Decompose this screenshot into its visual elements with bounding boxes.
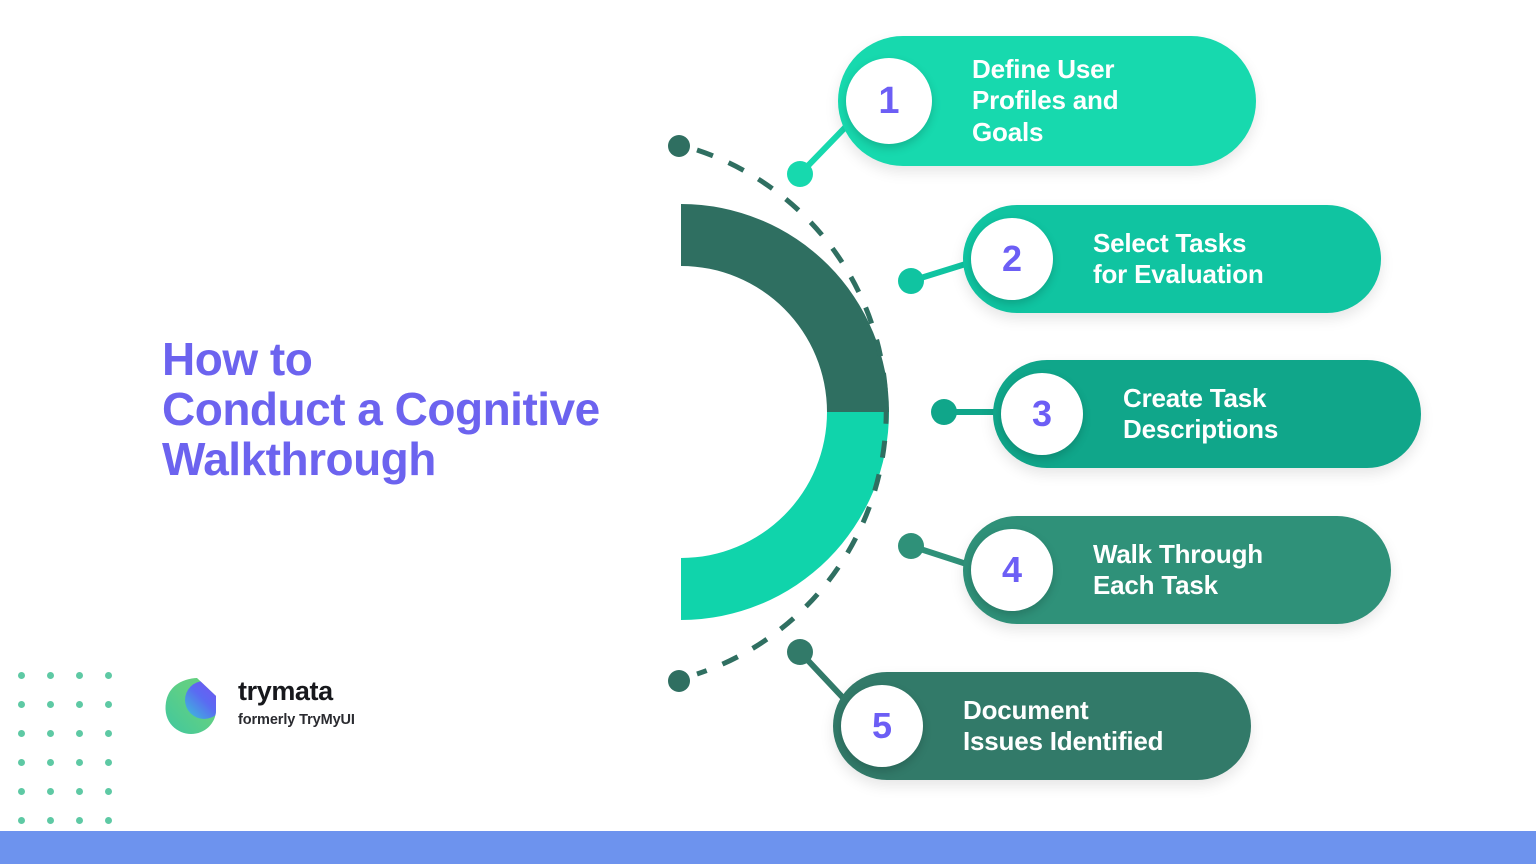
dashed-guide-arc	[696, 147, 889, 677]
page-title-line-2: Conduct a Cognitive	[162, 383, 600, 435]
brand-logo-block: trymata formerly TryMyUI	[158, 668, 458, 744]
grid-dot	[76, 788, 83, 795]
grid-dot	[47, 730, 54, 737]
step-card-4[interactable]: 4 Walk Through Each Task	[963, 516, 1391, 624]
grid-dot	[105, 759, 112, 766]
brand-logo-text: trymata formerly TryMyUI	[238, 676, 355, 728]
step-card-5[interactable]: 5 Document Issues Identified	[833, 672, 1251, 780]
grid-dot	[18, 759, 25, 766]
connector-node-4	[898, 533, 924, 559]
connector-node-1	[787, 161, 813, 187]
step-label-1: Define User Profiles and Goals	[972, 54, 1119, 147]
grid-dot	[47, 759, 54, 766]
bottom-accent-bar	[0, 831, 1536, 864]
step-number-badge-2: 2	[971, 218, 1053, 300]
grid-dot	[18, 701, 25, 708]
connector-node-3	[931, 399, 957, 425]
page-title-line-3: Walkthrough	[162, 433, 436, 485]
grid-dot	[47, 672, 54, 679]
grid-dot	[76, 759, 83, 766]
connector-node-5	[787, 639, 813, 665]
grid-dot	[105, 672, 112, 679]
step-label-2: Select Tasks for Evaluation	[1093, 227, 1264, 289]
grid-dot	[76, 672, 83, 679]
grid-dot	[105, 730, 112, 737]
connector-node-2	[898, 268, 924, 294]
brand-wordmark: trymata	[238, 676, 333, 706]
page-title-line-1: How to	[162, 333, 313, 385]
step-card-2[interactable]: 2 Select Tasks for Evaluation	[963, 205, 1381, 313]
grid-dot	[18, 788, 25, 795]
grid-dot	[76, 730, 83, 737]
step-card-1[interactable]: 1 Define User Profiles and Goals	[838, 36, 1256, 166]
grid-dot	[18, 672, 25, 679]
step-card-3[interactable]: 3 Create Task Descriptions	[993, 360, 1421, 468]
grid-dot	[105, 701, 112, 708]
step-number-badge-5: 5	[841, 685, 923, 767]
page-title: How to Conduct a Cognitive Walkthrough	[162, 334, 762, 484]
grid-dot	[47, 788, 54, 795]
grid-dot	[18, 730, 25, 737]
step-number-badge-1: 1	[846, 58, 932, 144]
step-number-badge-4: 4	[971, 529, 1053, 611]
dashed-arc-end-dot-bottom	[668, 670, 690, 692]
grid-dot	[105, 817, 112, 824]
grid-dot	[47, 817, 54, 824]
grid-dot	[105, 788, 112, 795]
step-number-badge-3: 3	[1001, 373, 1083, 455]
decorative-dot-grid	[18, 672, 114, 824]
grid-dot	[18, 817, 25, 824]
dashed-arc-end-dot-top	[668, 135, 690, 157]
grid-dot	[47, 701, 54, 708]
grid-dot	[76, 701, 83, 708]
brand-tagline: formerly TryMyUI	[238, 712, 355, 728]
arc-segment-bottom	[681, 412, 889, 620]
trymata-leaf-logo-icon	[165, 678, 217, 734]
grid-dot	[76, 817, 83, 824]
step-label-5: Document Issues Identified	[963, 694, 1164, 756]
step-label-4: Walk Through Each Task	[1093, 538, 1263, 600]
arc-segment-top	[681, 204, 889, 412]
step-label-3: Create Task Descriptions	[1123, 382, 1279, 444]
